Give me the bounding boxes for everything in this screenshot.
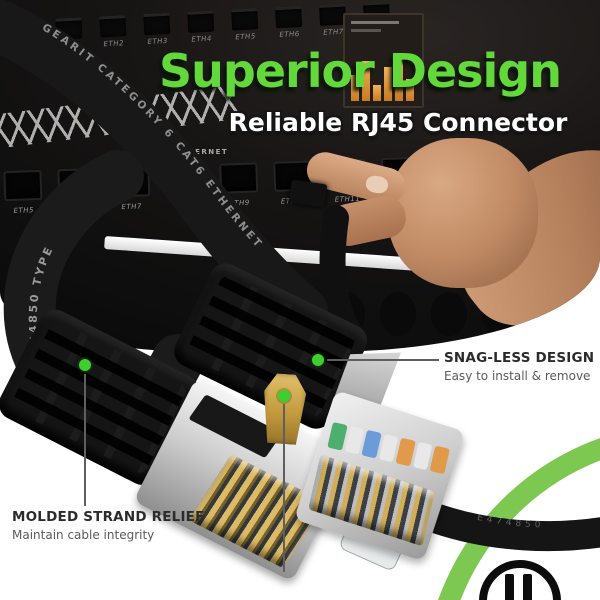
ethernet-cable-upper	[0, 0, 328, 338]
ul-certification-mark	[479, 560, 561, 600]
headline-subtitle: Reliable RJ45 Connector	[228, 108, 568, 137]
callout-title: SNAG-LESS DESIGN	[444, 350, 595, 366]
status-display-screen	[343, 13, 424, 108]
hand-fist	[388, 138, 538, 288]
callout-dot-gold-contact	[278, 390, 290, 402]
molded-strand-relief-callout: MOLDED STRAND RELIEF Maintain cable inte…	[12, 509, 222, 542]
headline-title: Superior Design	[159, 44, 562, 98]
callout-line-snagless	[327, 359, 439, 361]
cable-bottom-right	[423, 504, 600, 552]
callout-line-gold-contact	[283, 404, 285, 572]
screen-text-line	[351, 29, 381, 32]
callout-line-strand-relief	[84, 374, 86, 506]
callout-dot-strand-relief	[79, 359, 91, 371]
callout-dot-snagless	[312, 354, 324, 366]
snagless-design-callout: SNAG-LESS DESIGN Easy to install & remov…	[444, 350, 600, 383]
screen-bar-graph	[351, 43, 418, 101]
screen-text-line	[351, 21, 399, 24]
callout-title: MOLDED STRAND RELIEF	[12, 509, 205, 525]
callout-subtitle: Maintain cable integrity	[12, 528, 155, 542]
callout-subtitle: Easy to install & remove	[444, 369, 591, 383]
